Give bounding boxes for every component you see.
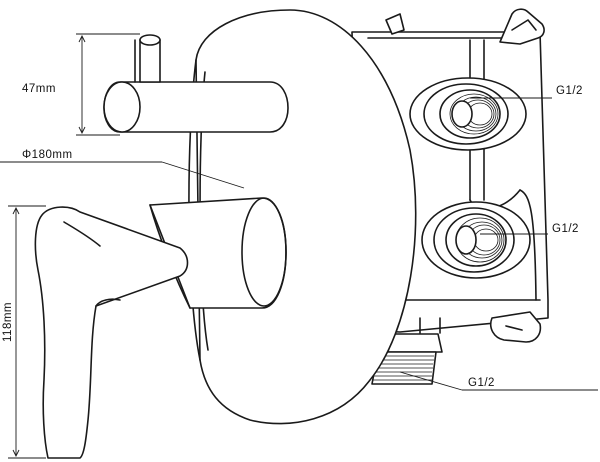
port-bottom-label: G1/2 bbox=[468, 377, 495, 389]
mount-tab-top-right bbox=[499, 8, 545, 45]
port-middle bbox=[421, 201, 531, 279]
port-bottom bbox=[371, 333, 443, 385]
port-middle-label: G1/2 bbox=[552, 223, 579, 235]
callout-port-middle: G1/2 bbox=[480, 223, 579, 235]
mount-tab-top-left bbox=[385, 13, 405, 35]
callout-port-top: G1/2 bbox=[470, 85, 583, 99]
diameter-dimension-label: Φ180mm bbox=[22, 149, 73, 161]
dimension-height: 118mm bbox=[2, 205, 46, 459]
dimension-depth: 47mm bbox=[22, 33, 140, 136]
depth-dimension-label: 47mm bbox=[22, 83, 56, 95]
callout-port-bottom: G1/2 bbox=[399, 371, 598, 391]
dimension-diameter: Φ180mm bbox=[0, 149, 245, 189]
lever-handle bbox=[34, 206, 189, 459]
mount-tab-bottom-right bbox=[489, 311, 542, 343]
height-dimension-label: 118mm bbox=[2, 302, 14, 342]
cartridge-housing bbox=[149, 197, 287, 309]
diverter-knob bbox=[103, 34, 289, 133]
port-top-label: G1/2 bbox=[556, 85, 583, 97]
port-top bbox=[409, 77, 527, 151]
